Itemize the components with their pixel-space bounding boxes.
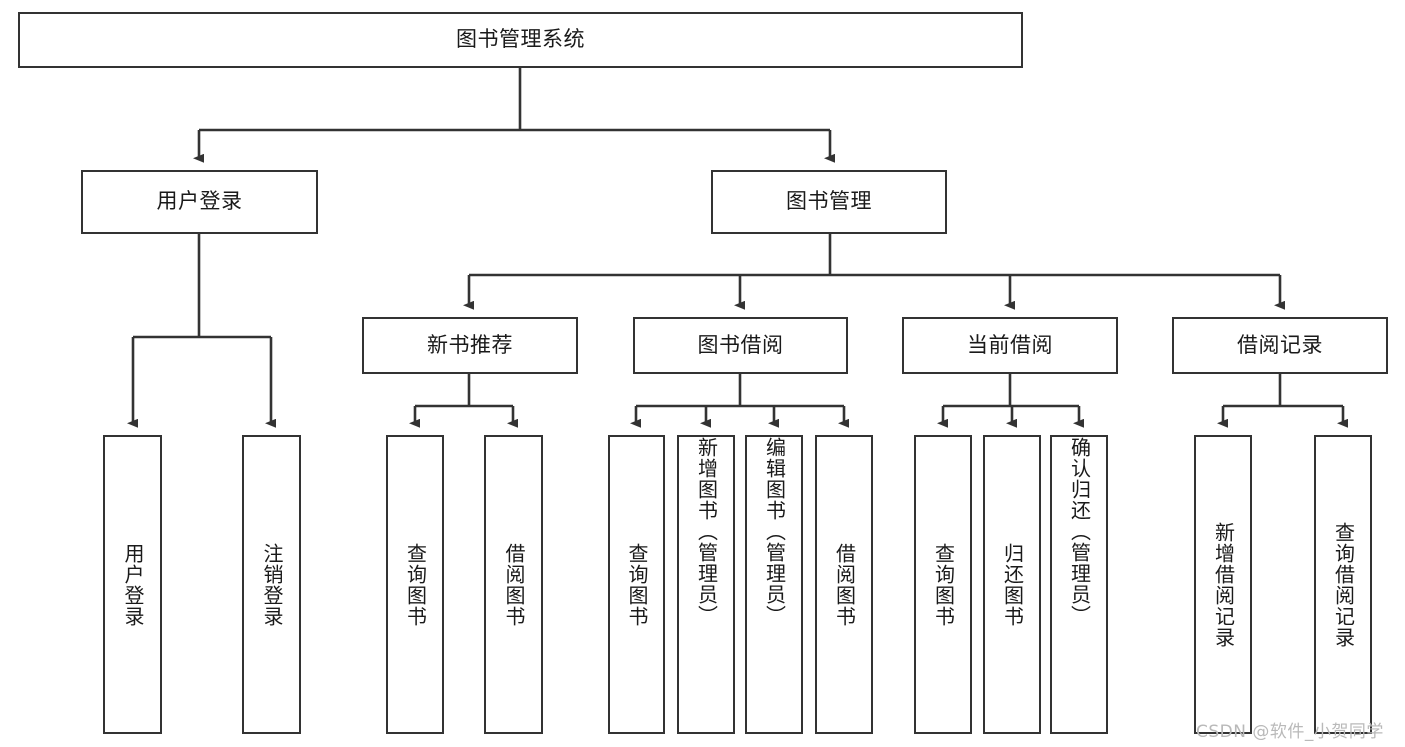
- leaf-add-book-label: 新增图书（管理员）: [694, 437, 719, 626]
- leaf-add-book[interactable]: 新增图书（管理员）: [677, 435, 735, 734]
- node-current-borrow-label: 当前借阅: [967, 332, 1053, 357]
- node-book-borrow[interactable]: 图书借阅: [633, 317, 848, 374]
- leaf-edit-book[interactable]: 编辑图书（管理员）: [745, 435, 803, 734]
- leaf-return-book[interactable]: 归还图书: [983, 435, 1041, 734]
- node-root[interactable]: 图书管理系统: [18, 12, 1023, 68]
- node-current-borrow[interactable]: 当前借阅: [902, 317, 1118, 374]
- leaf-query-book-2[interactable]: 查询图书: [608, 435, 665, 734]
- node-book-manage-label: 图书管理: [786, 189, 872, 214]
- node-book-borrow-label: 图书借阅: [697, 332, 784, 357]
- node-borrow-record[interactable]: 借阅记录: [1172, 317, 1388, 374]
- leaf-borrow-book-1-label: 借阅图书: [502, 542, 526, 627]
- node-borrow-record-label: 借阅记录: [1237, 332, 1323, 357]
- leaf-return-book-label: 归还图书: [1000, 542, 1025, 627]
- leaf-logout-label: 注销登录: [260, 542, 284, 627]
- leaf-query-book-2-label: 查询图书: [625, 542, 649, 627]
- node-new-book-recommend-label: 新书推荐: [427, 332, 513, 357]
- node-new-book-recommend[interactable]: 新书推荐: [362, 317, 578, 374]
- node-root-label: 图书管理系统: [456, 27, 585, 52]
- leaf-add-record-label: 新增借阅记录: [1211, 521, 1236, 648]
- csdn-watermark: CSDN @软件_小贺同学: [1196, 722, 1384, 742]
- node-book-manage[interactable]: 图书管理: [711, 170, 947, 234]
- leaf-edit-book-label: 编辑图书（管理员）: [762, 437, 787, 626]
- leaf-logout[interactable]: 注销登录: [242, 435, 301, 734]
- leaf-borrow-book-2-label: 借阅图书: [832, 542, 857, 627]
- node-user-login[interactable]: 用户登录: [81, 170, 318, 234]
- leaf-user-login[interactable]: 用户登录: [103, 435, 162, 734]
- leaf-user-login-label: 用户登录: [121, 542, 145, 627]
- leaf-borrow-book-1[interactable]: 借阅图书: [484, 435, 543, 734]
- leaf-confirm-return[interactable]: 确认归还（管理员）: [1050, 435, 1108, 734]
- leaf-query-book-3-label: 查询图书: [931, 542, 956, 627]
- leaf-query-record-label: 查询借阅记录: [1331, 521, 1356, 648]
- leaf-query-book-3[interactable]: 查询图书: [914, 435, 972, 734]
- leaf-query-book-1[interactable]: 查询图书: [386, 435, 444, 734]
- leaf-borrow-book-2[interactable]: 借阅图书: [815, 435, 873, 734]
- leaf-confirm-return-label: 确认归还（管理员）: [1067, 437, 1092, 626]
- node-user-login-label: 用户登录: [156, 189, 243, 214]
- leaf-query-record[interactable]: 查询借阅记录: [1314, 435, 1372, 734]
- leaf-add-record[interactable]: 新增借阅记录: [1194, 435, 1252, 734]
- leaf-query-book-1-label: 查询图书: [403, 542, 428, 627]
